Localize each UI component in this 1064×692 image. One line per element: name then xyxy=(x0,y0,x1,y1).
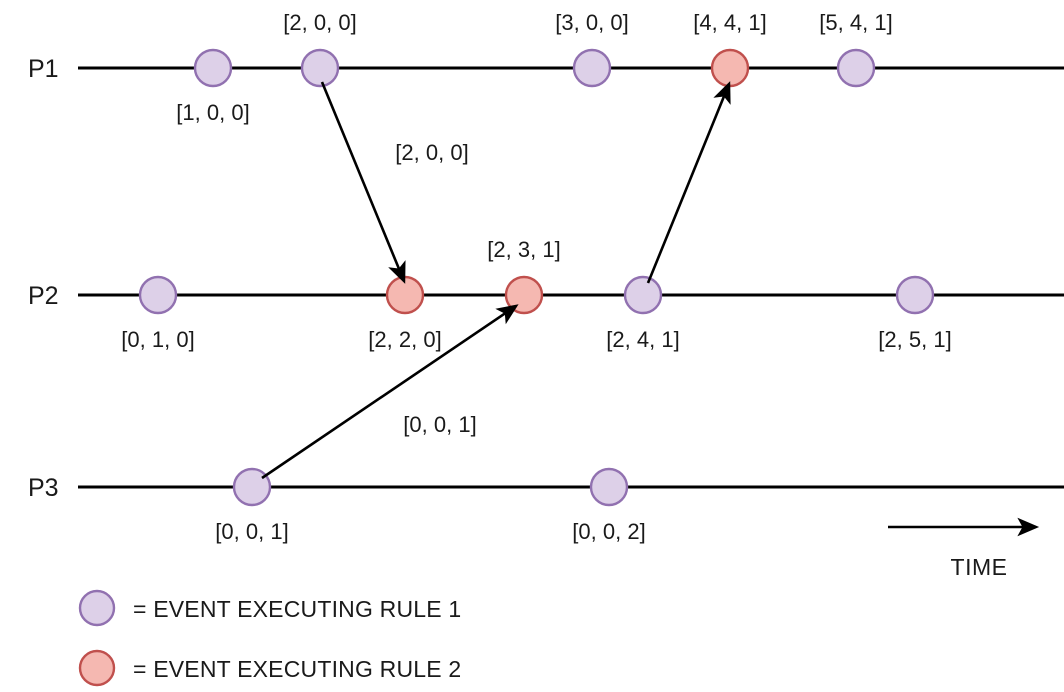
process-p1: P1 [1, 0, 0] [2, 0, 0] [3, 0, 0] [4, 4, 1] [5… xyxy=(28,10,1064,125)
event-clock-label: [4, 4, 1] xyxy=(693,10,766,35)
event-clock-label: [2, 3, 1] xyxy=(487,237,560,262)
process-p2: P2 [0, 1, 0] [2, 2, 0] [2, 3, 1] [2, 4, 1] [2… xyxy=(28,237,1064,352)
event-circle-rule1[interactable] xyxy=(589,467,629,507)
event-clock-label: [2, 5, 1] xyxy=(878,327,951,352)
process-p3: P3 [0, 0, 1] [0, 0, 2] xyxy=(28,467,1064,544)
event-clock-label: [0, 1, 0] xyxy=(121,327,194,352)
process-timelines: P1 [1, 0, 0] [2, 0, 0] [3, 0, 0] [4, 4, 1] [5… xyxy=(28,10,1064,544)
event-clock-label: [3, 0, 0] xyxy=(555,10,628,35)
event-node[interactable]: [1, 0, 0] xyxy=(176,48,250,125)
event-circle-rule1[interactable] xyxy=(572,48,612,88)
event-circle-rule1[interactable] xyxy=(193,48,233,88)
event-clock-label: [0, 0, 1] xyxy=(215,519,288,544)
message-arrow: [0, 0, 1] xyxy=(261,304,519,480)
process-label-p3: P3 xyxy=(28,474,59,502)
time-axis: TIME xyxy=(888,517,1040,580)
event-node[interactable]: [0, 0, 2] xyxy=(572,467,646,544)
event-circle-rule1[interactable] xyxy=(232,467,272,507)
message-arrows: [2, 0, 0] [0, 0, 1] xyxy=(261,81,731,480)
event-circle-rule2[interactable] xyxy=(710,48,750,88)
legend-item-rule1: = EVENT EXECUTING RULE 1 xyxy=(78,589,461,627)
event-node[interactable]: [2, 5, 1] xyxy=(878,275,952,352)
event-node[interactable]: [4, 4, 1] xyxy=(693,10,767,88)
event-circle-rule1[interactable] xyxy=(836,48,876,88)
event-clock-label: [1, 0, 0] xyxy=(176,100,249,125)
message-clock-label: [0, 0, 1] xyxy=(403,412,476,437)
event-clock-label: [0, 0, 2] xyxy=(572,519,645,544)
time-axis-label: TIME xyxy=(951,554,1008,580)
message-arrow xyxy=(646,81,731,284)
event-clock-label: [2, 2, 0] xyxy=(368,327,441,352)
legend-swatch-rule1 xyxy=(78,589,116,627)
process-label-p1: P1 xyxy=(28,55,59,83)
legend-text-rule1: = EVENT EXECUTING RULE 1 xyxy=(133,596,461,622)
event-circle-rule1[interactable] xyxy=(623,275,663,315)
event-node[interactable]: [2, 3, 1] xyxy=(487,237,561,315)
legend-item-rule2: = EVENT EXECUTING RULE 2 xyxy=(78,649,461,687)
event-node[interactable]: [0, 1, 0] xyxy=(121,275,195,352)
message-clock-label: [2, 0, 0] xyxy=(395,140,468,165)
event-node[interactable]: [2, 0, 0] xyxy=(283,10,357,88)
legend: = EVENT EXECUTING RULE 1 = EVENT EXECUTIN… xyxy=(78,589,461,687)
event-node[interactable]: [2, 2, 0] xyxy=(368,275,442,352)
message-line xyxy=(320,81,406,284)
event-clock-label: [5, 4, 1] xyxy=(819,10,892,35)
event-circle-rule2[interactable] xyxy=(504,275,544,315)
legend-text-rule2: = EVENT EXECUTING RULE 2 xyxy=(133,656,461,682)
event-circle-rule1[interactable] xyxy=(300,48,340,88)
event-node[interactable]: [0, 0, 1] xyxy=(215,467,289,544)
message-line xyxy=(646,81,731,284)
message-line xyxy=(261,304,519,480)
event-circle-rule2[interactable] xyxy=(385,275,425,315)
legend-swatch-rule2 xyxy=(78,649,116,687)
event-clock-label: [2, 4, 1] xyxy=(606,327,679,352)
event-circle-rule1[interactable] xyxy=(895,275,935,315)
event-node[interactable]: [3, 0, 0] xyxy=(555,10,629,88)
event-clock-label: [2, 0, 0] xyxy=(283,10,356,35)
event-circle-rule1[interactable] xyxy=(138,275,178,315)
event-node[interactable]: [5, 4, 1] xyxy=(819,10,893,88)
process-label-p2: P2 xyxy=(28,282,59,310)
event-node[interactable]: [2, 4, 1] xyxy=(606,275,680,352)
message-arrow: [2, 0, 0] xyxy=(320,81,469,284)
